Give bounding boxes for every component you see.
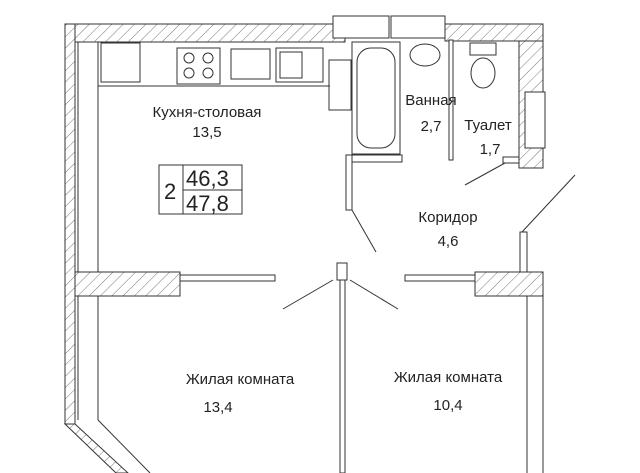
room-name: Туалет — [464, 117, 512, 134]
room-name: Ванная — [405, 92, 456, 109]
washbasin-icon — [409, 43, 441, 67]
room-bathroom: Ванная 2,7 — [405, 92, 456, 135]
area-summary: 2 46,3 47,8 — [158, 164, 243, 216]
sink-icon — [275, 47, 324, 83]
walls — [63, 23, 576, 473]
kitchen-counter — [98, 42, 330, 87]
total-area: 47,8 — [186, 191, 229, 216]
bathroom-fixtures — [351, 41, 497, 155]
room-name: Кухня-столовая — [153, 104, 262, 121]
toilet-icon — [469, 42, 497, 56]
room-kitchen: Кухня-столовая 13,5 — [153, 104, 262, 141]
living-area: 46,3 — [186, 166, 229, 191]
room-name: Жилая комната — [186, 371, 295, 388]
room-area: 1,7 — [480, 141, 501, 158]
room-name: Коридор — [418, 209, 477, 226]
room-area: 10,4 — [433, 397, 462, 414]
windows — [328, 15, 546, 149]
fridge-icon — [100, 42, 141, 83]
rooms-count: 2 — [164, 179, 176, 204]
room-area: 13,5 — [192, 124, 221, 141]
cooktop-icon — [176, 47, 221, 85]
room-name: Жилая комната — [394, 369, 503, 386]
room-area: 13,4 — [203, 399, 232, 416]
room-area: 2,7 — [421, 118, 442, 135]
room-corridor: Коридор 4,6 — [418, 209, 477, 250]
room-living-2: Жилая комната 10,4 — [394, 369, 503, 414]
room-living-1: Жилая комната 13,4 — [186, 371, 295, 416]
room-area: 4,6 — [438, 233, 459, 250]
bathtub-icon — [351, 41, 401, 155]
room-toilet: Туалет 1,7 — [464, 117, 512, 158]
